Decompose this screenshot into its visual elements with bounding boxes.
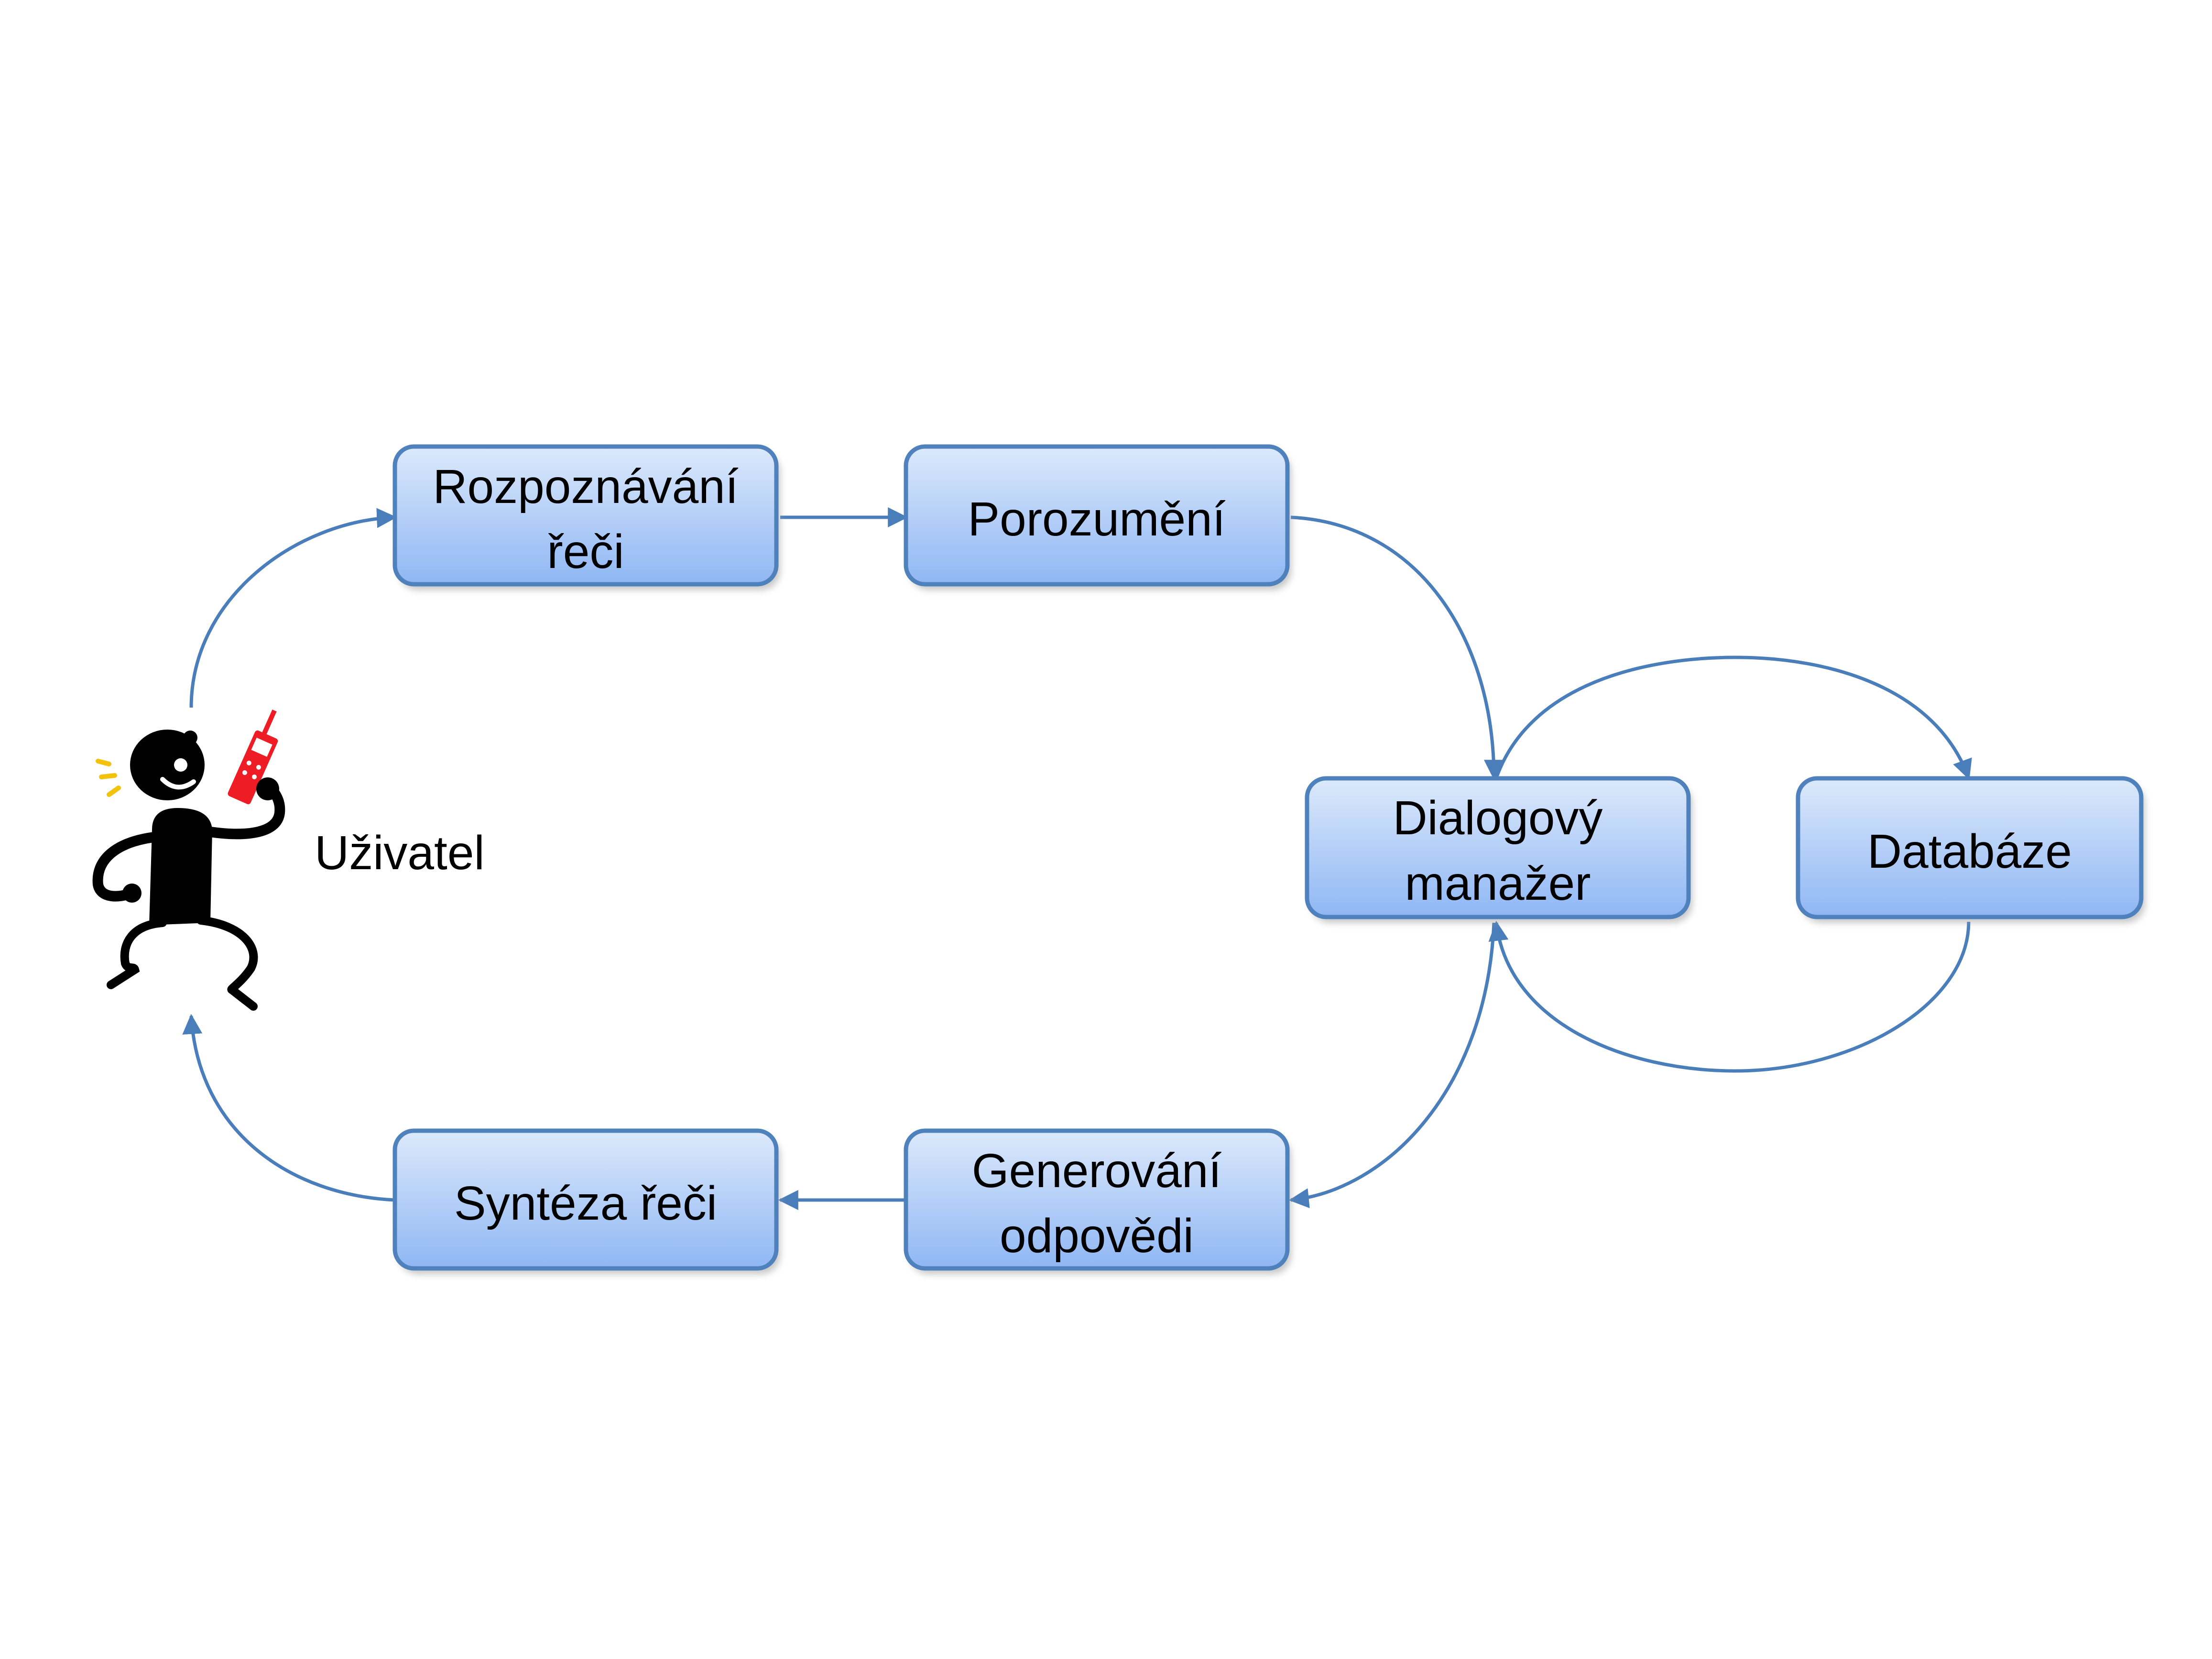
arrow-user-to-asr <box>189 508 397 708</box>
person-with-phone-icon <box>92 709 285 1011</box>
box-understanding: Porozumění <box>904 444 1291 590</box>
box-response-generation: Generování odpovědi <box>904 1128 1291 1274</box>
box-understanding-label: Porozumění <box>968 492 1225 546</box>
box-dialog-manager-line1: Dialogový <box>1393 791 1602 845</box>
box-speech-synthesis: Syntéza řeči <box>392 1128 780 1274</box>
box-response-generation-line1: Generování <box>972 1144 1222 1198</box>
box-speech-recognition-line1: Rozpoznávání <box>433 460 739 513</box>
box-speech-recognition-line2: řeči <box>547 525 624 578</box>
connectors <box>182 507 1972 1210</box>
box-speech-recognition: Rozpoznávání řeči <box>392 444 780 590</box>
arrow-tts-to-user <box>182 1014 395 1202</box>
box-response-generation-line2: odpovědi <box>1000 1209 1194 1263</box>
user-label: Uživatel <box>315 826 485 880</box>
box-dialog-manager: Dialogový manažer <box>1305 776 1692 923</box>
box-dialog-manager-line2: manažer <box>1405 857 1591 910</box>
box-speech-synthesis-label: Syntéza řeči <box>454 1177 717 1230</box>
box-database-label: Databáze <box>1867 825 2072 878</box>
arrow-nlu-to-dm <box>1290 515 1504 780</box>
box-database: Databáze <box>1796 776 2145 923</box>
arrow-db-to-dm <box>1488 920 1971 1073</box>
arrow-dm-to-nlg <box>1288 922 1496 1209</box>
arrow-dm-to-db <box>1494 655 1972 780</box>
